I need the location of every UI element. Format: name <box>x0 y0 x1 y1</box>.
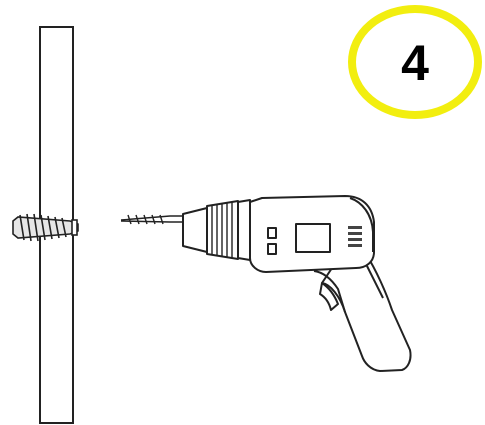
step-badge-ring <box>348 5 482 119</box>
step-badge: 4 <box>348 5 482 119</box>
drill-bit-icon <box>120 214 184 225</box>
step-number: 4 <box>401 35 429 91</box>
electric-drill-icon <box>182 195 412 372</box>
wall-plug-anchor-icon <box>12 213 79 242</box>
